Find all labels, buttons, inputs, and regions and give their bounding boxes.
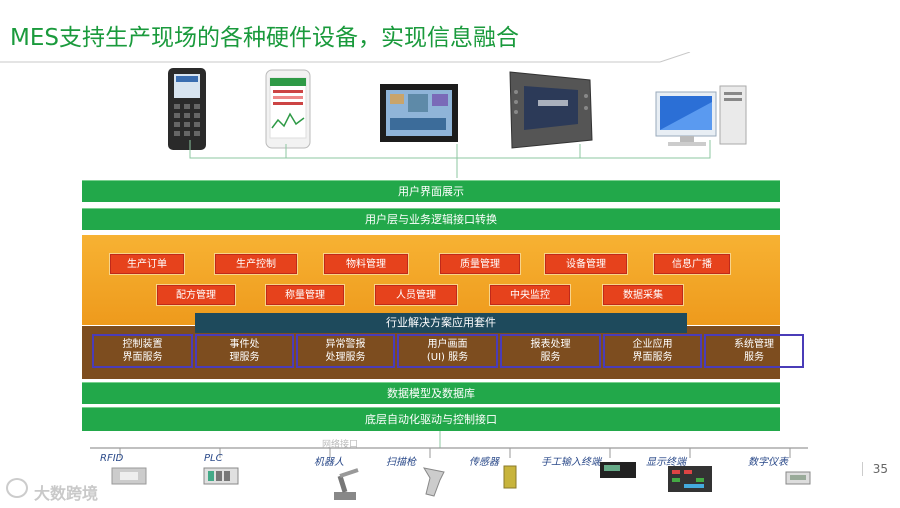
module-info-broadcast: 信息广播: [654, 254, 730, 274]
device-bus-lines: [90, 431, 808, 458]
industry-suite-bar: 行业解决方案应用套件: [195, 313, 687, 333]
device-rfid: RFID: [100, 453, 124, 464]
automation-driver-layer: 底层自动化驱动与控制接口: [82, 407, 780, 431]
module-equipment-management: 设备管理: [545, 254, 627, 274]
service-report-processing: 报表处理服务: [500, 334, 601, 368]
service-enterprise-app-interface: 企业应用界面服务: [603, 334, 702, 368]
watermark-logo-icon: [6, 478, 28, 498]
ui-display-layer: 用户界面展示: [82, 180, 780, 202]
module-production-control: 生产控制: [215, 254, 297, 274]
robot-arm-icon: [334, 468, 359, 500]
device-scanner: 扫描枪: [386, 457, 416, 468]
page-title: MES支持生产现场的各种硬件设备，实现信息融合: [10, 25, 519, 51]
module-recipe-management: 配方管理: [157, 285, 235, 305]
module-production-order: 生产订单: [110, 254, 184, 274]
service-alarm-handling: 异常警报处理服务: [296, 334, 395, 368]
page-number: 35: [861, 462, 888, 476]
desktop-computer-image: [655, 85, 747, 146]
service-event-handling: 事件处理服务: [195, 334, 294, 368]
device-connector-lines: [189, 140, 711, 178]
field-device-icons: [111, 462, 811, 500]
module-data-acquisition: 数据采集: [603, 285, 683, 305]
rugged-tablet-image: [509, 71, 593, 149]
scanner-gun-icon: [422, 467, 445, 497]
device-digital-meter: 数字仪表: [748, 457, 788, 468]
digital-meter-icon: [785, 471, 811, 485]
hmi-panel-image: [380, 84, 458, 142]
service-user-screen-ui: 用户画面(UI) 服务: [397, 334, 498, 368]
application-module-area: [82, 235, 780, 325]
device-plc: PLC: [204, 453, 223, 464]
data-model-layer: 数据模型及数据库: [82, 382, 780, 404]
service-control-device-ui: 控制装置界面服务: [92, 334, 193, 368]
watermark-text: 大数跨境: [34, 484, 99, 503]
smartphone-image: [265, 69, 311, 149]
sensor-icon: [503, 465, 517, 489]
input-terminal-icon: [600, 462, 636, 478]
module-personnel-management: 人员管理: [375, 285, 457, 305]
device-robot: 机器人: [314, 457, 344, 468]
logic-conversion-layer: 用户层与业务逻辑接口转换: [82, 208, 780, 230]
device-sensor: 传感器: [469, 457, 499, 468]
module-quality-management: 质量管理: [440, 254, 520, 274]
plc-icon: [203, 467, 239, 485]
module-weighing-management: 称量管理: [266, 285, 344, 305]
display-terminal-icon: [668, 466, 712, 492]
rfid-reader-icon: [111, 467, 147, 485]
module-material-management: 物料管理: [324, 254, 408, 274]
title-underline: [0, 52, 691, 63]
service-system-management: 系统管理服务: [704, 334, 804, 368]
device-manual-input-terminal: 手工输入终端: [541, 457, 601, 468]
faded-network-label: 网络接口: [322, 440, 359, 450]
module-central-monitoring: 中央监控: [490, 285, 570, 305]
device-display-terminal: 显示终端: [646, 457, 686, 468]
hardware-devices: [168, 68, 747, 150]
handheld-terminal-image: [168, 68, 206, 150]
